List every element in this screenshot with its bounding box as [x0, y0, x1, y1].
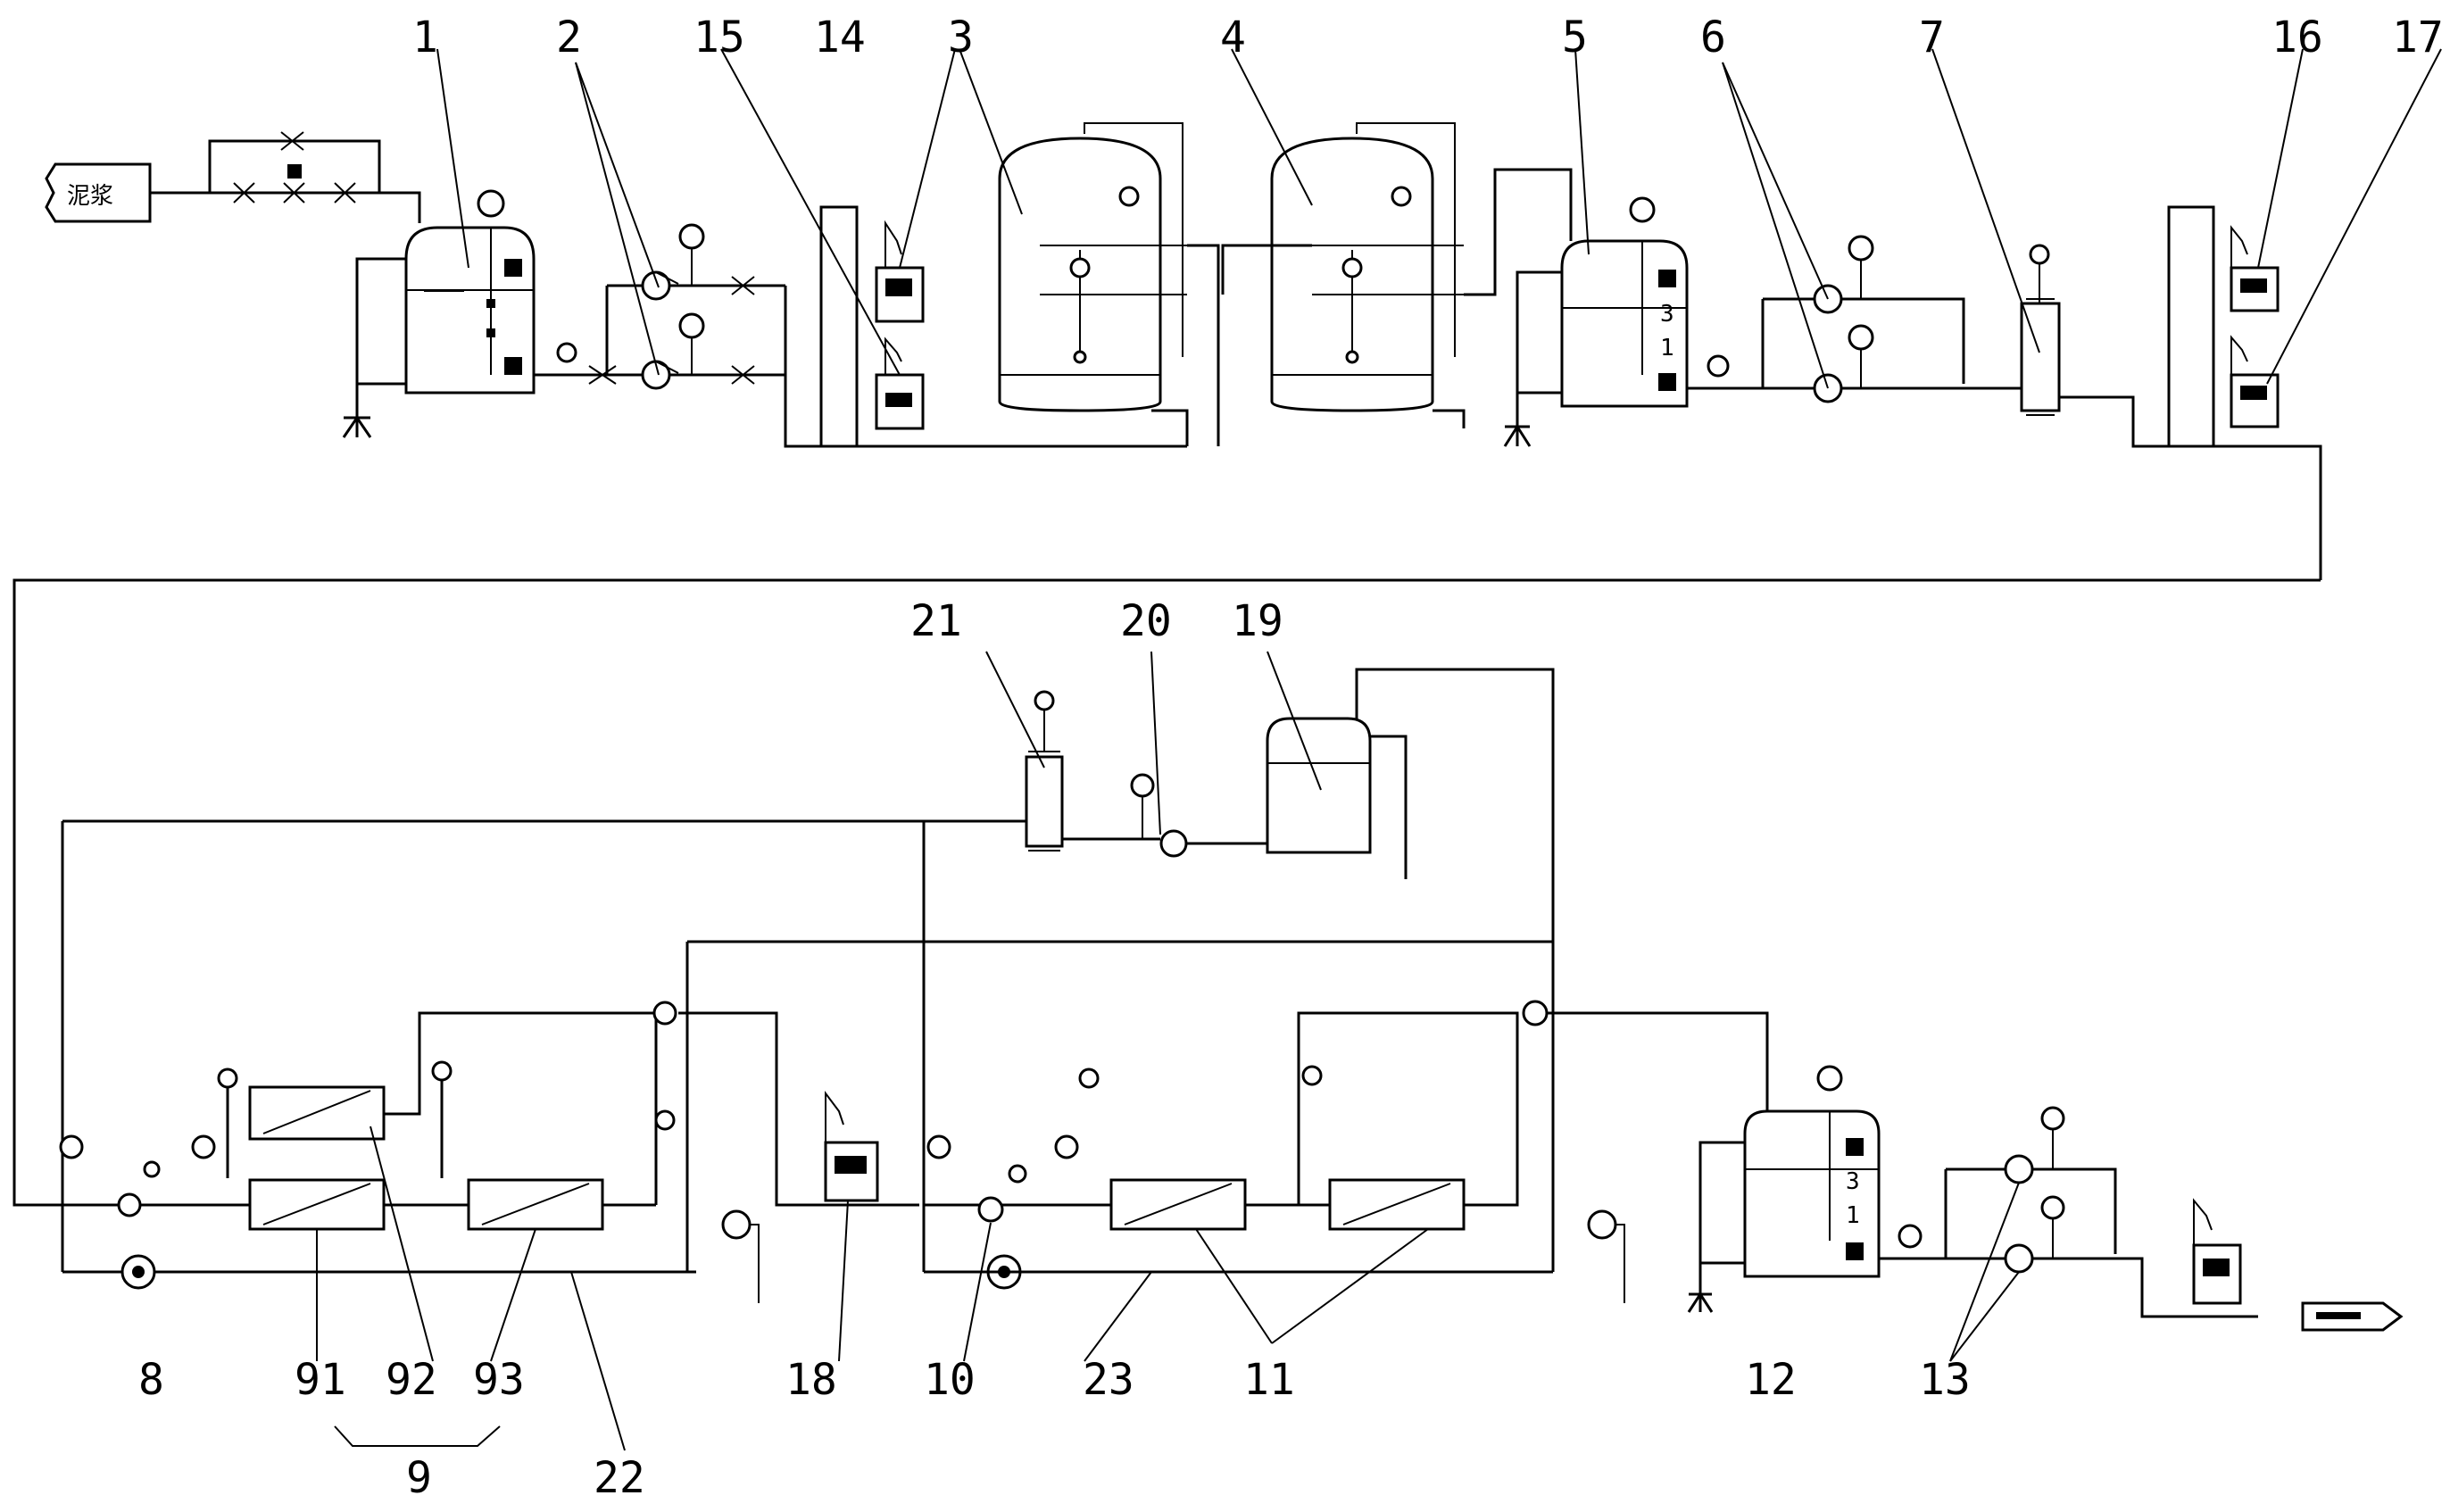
- pump-2a: [641, 270, 679, 301]
- label-18: 18: [785, 1355, 837, 1405]
- dosing-unit-out: [2192, 1198, 2242, 1305]
- membrane-93: [467, 1178, 604, 1231]
- tank-12: 3 1: [1743, 1065, 1881, 1278]
- label-13: 13: [1919, 1355, 1971, 1405]
- tank-12-mark-b: 1: [1846, 1202, 1860, 1229]
- inlet-arrow: 泥浆: [45, 162, 152, 223]
- label-16: 16: [2271, 12, 2323, 62]
- bypass-valve: [280, 131, 304, 151]
- pump-11-out: [1587, 1209, 1617, 1240]
- dosing-unit-17: [2230, 335, 2280, 428]
- membrane-91: [248, 1178, 386, 1231]
- inlet-label: 泥浆: [67, 183, 113, 210]
- dosing-unit-18: [824, 1091, 879, 1202]
- tank-12-mark-a: 3: [1846, 1168, 1860, 1195]
- label-12: 12: [1745, 1355, 1797, 1405]
- cartridge-filter-21: [1025, 690, 1064, 852]
- filter-tank-4: [1270, 122, 1464, 412]
- membrane-11b: [1328, 1178, 1466, 1231]
- label-7: 7: [1919, 12, 1945, 62]
- dosing-unit-15: [875, 336, 925, 430]
- tank-5-mark-a: 3: [1660, 301, 1674, 328]
- pump-6b: [1813, 373, 1843, 403]
- pump-20: [1159, 829, 1188, 858]
- pump-10: [977, 1196, 1004, 1223]
- label-5: 5: [1562, 12, 1588, 62]
- number-labels: 1 2 15 14 3 4 5 6 7 16 17 21 20 19 8 91 …: [138, 12, 2444, 1503]
- membrane-11a: [1109, 1178, 1247, 1231]
- pump-13b: [2004, 1243, 2034, 1274]
- filter-tank-3: [998, 122, 1187, 412]
- tank-5-mark-b: 1: [1660, 335, 1674, 361]
- tank-1: [404, 189, 536, 395]
- label-22: 22: [594, 1453, 645, 1503]
- label-15: 15: [693, 12, 745, 62]
- label-10: 10: [924, 1355, 976, 1405]
- cartridge-filter-7: [2020, 244, 2061, 416]
- label-23: 23: [1083, 1355, 1134, 1405]
- membrane-92: [248, 1085, 386, 1141]
- label-9: 9: [406, 1453, 432, 1503]
- tank-5: 3 1: [1560, 196, 1689, 408]
- leader-lines: [316, 48, 2442, 1451]
- label-92: 92: [386, 1355, 437, 1405]
- label-17: 17: [2392, 12, 2444, 62]
- label-21: 21: [910, 596, 962, 646]
- pump-13a: [2004, 1154, 2034, 1184]
- label-8: 8: [138, 1355, 164, 1405]
- label-11: 11: [1243, 1355, 1295, 1405]
- outlet-arrow: [2301, 1301, 2404, 1332]
- inlet-valves: [233, 164, 356, 204]
- label-2: 2: [556, 12, 582, 62]
- label-14: 14: [814, 12, 866, 62]
- dosing-unit-16: [2230, 225, 2280, 312]
- label-3: 3: [948, 12, 974, 62]
- label-4: 4: [1220, 12, 1246, 62]
- label-6: 6: [1700, 12, 1726, 62]
- label-20: 20: [1120, 596, 1172, 646]
- dosing-unit-14: [875, 220, 925, 323]
- label-19: 19: [1232, 596, 1283, 646]
- label-93: 93: [473, 1355, 525, 1405]
- label-1: 1: [412, 12, 438, 62]
- pump-22: [721, 1209, 752, 1240]
- pump-8b: [117, 1192, 142, 1217]
- label-91: 91: [295, 1355, 346, 1405]
- pump-8: [120, 1254, 156, 1290]
